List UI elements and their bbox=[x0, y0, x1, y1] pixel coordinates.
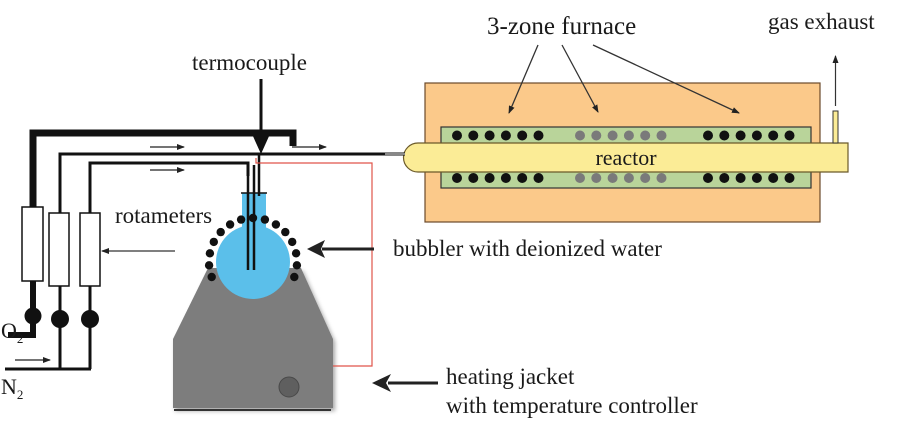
heater-element-zone-3 bbox=[719, 173, 730, 183]
o2-label-main: O bbox=[1, 318, 17, 343]
heater-element-zone-3 bbox=[735, 130, 746, 141]
heater-element-zone-2 bbox=[656, 130, 667, 141]
n2-line-to-reactor bbox=[58, 152, 405, 213]
heating-jacket-element bbox=[288, 237, 297, 247]
termocouple-label: termocouple bbox=[192, 50, 307, 75]
heating-jacket-label-line2: with temperature controller bbox=[446, 393, 698, 418]
heating-jacket-element bbox=[205, 249, 215, 258]
heater-element-zone-1 bbox=[517, 130, 528, 141]
heater-element-zone-1 bbox=[468, 130, 479, 141]
heating-jacket-element bbox=[225, 220, 235, 229]
heater-element-zone-2 bbox=[640, 173, 651, 183]
heater-element-zone-3 bbox=[784, 130, 795, 141]
heating-jacket-pointer-head bbox=[372, 374, 391, 392]
valve-n2-a bbox=[51, 310, 69, 328]
heating-jacket-element bbox=[291, 249, 301, 258]
heater-element-zone-3 bbox=[703, 130, 713, 141]
bubbler-flask bbox=[204, 154, 302, 299]
heating-jacket-element bbox=[260, 215, 270, 224]
heating-jacket-element bbox=[216, 227, 225, 237]
reactor-tube: reactor bbox=[402, 55, 849, 173]
reactor-tube-body bbox=[402, 142, 849, 173]
furnace-label: 3-zone furnace bbox=[487, 13, 636, 40]
heating-jacket-element bbox=[204, 261, 214, 270]
heater-element-zone-2 bbox=[640, 130, 651, 141]
heater-element-zone-1 bbox=[452, 173, 462, 183]
temperature-controller-knob bbox=[278, 376, 300, 398]
heating-jacket-element bbox=[292, 261, 302, 270]
n2-label-sub: 2 bbox=[17, 387, 24, 402]
heater-elements bbox=[452, 130, 795, 183]
furnace-pointer-arrows bbox=[508, 44, 740, 114]
heating-jacket-pointer bbox=[372, 374, 438, 392]
gas-exhaust-label: gas exhaust bbox=[768, 9, 875, 34]
heating-jacket-element bbox=[281, 227, 290, 237]
furnace-arrow-zone1 bbox=[508, 44, 539, 114]
bubbler-label: bubbler with deionized water bbox=[393, 236, 662, 261]
heater-element-zone-3 bbox=[768, 130, 779, 141]
o2-label-sub: 2 bbox=[17, 331, 24, 346]
heating-jacket-element bbox=[236, 215, 246, 224]
heater-element-zone-2 bbox=[591, 130, 602, 141]
heater-element-zone-2 bbox=[575, 173, 585, 183]
gas-lines bbox=[5, 129, 405, 371]
heater-element-zone-1 bbox=[517, 173, 528, 183]
bubbler-pointer-head bbox=[307, 240, 325, 258]
exhaust-pipe bbox=[832, 110, 839, 144]
heater-element-zone-1 bbox=[484, 130, 495, 141]
rotameters bbox=[21, 206, 175, 328]
bubbler-pointer bbox=[307, 240, 374, 258]
o2-inlet bbox=[8, 281, 36, 338]
rotameters-label: rotameters bbox=[115, 203, 212, 228]
valve-o2 bbox=[24, 307, 42, 325]
heater-element-zone-2 bbox=[623, 173, 634, 183]
valve-n2-b bbox=[81, 310, 99, 328]
heating-jacket-body bbox=[173, 268, 333, 408]
heater-element-zone-2 bbox=[591, 173, 602, 183]
heating-jacket bbox=[173, 268, 333, 408]
thermocouple bbox=[252, 79, 270, 154]
n2-label: N2 bbox=[1, 374, 23, 402]
heating-jacket-element bbox=[207, 272, 216, 282]
n2-label-main: N bbox=[1, 374, 17, 399]
furnace-arrow-zone3 bbox=[592, 44, 740, 114]
controller-wire bbox=[255, 158, 373, 367]
heater-element-zone-1 bbox=[452, 130, 462, 141]
rotameter-n2-b bbox=[79, 212, 101, 287]
heating-jacket-label-line1: heating jacket bbox=[446, 364, 575, 389]
heater-element-zone-1 bbox=[533, 130, 544, 141]
heater-element-zone-3 bbox=[768, 173, 779, 183]
heater-element-zone-2 bbox=[656, 173, 667, 183]
thermocouple-tip bbox=[252, 134, 270, 154]
heater-element-zone-1 bbox=[533, 173, 544, 183]
heater-element-zone-3 bbox=[719, 130, 730, 141]
heater-element-zone-3 bbox=[735, 173, 746, 183]
heater-element-zone-3 bbox=[751, 130, 762, 141]
heater-element-zone-2 bbox=[623, 130, 634, 141]
heater-element-zone-3 bbox=[703, 173, 713, 183]
heating-jacket-element bbox=[271, 220, 281, 229]
heater-element-zone-3 bbox=[784, 173, 795, 183]
o2-label: O2 bbox=[1, 318, 23, 346]
heater-element-zone-1 bbox=[484, 173, 495, 183]
furnace-arrow-zone2 bbox=[561, 44, 599, 113]
o2-line bbox=[29, 129, 297, 207]
rotameter-o2 bbox=[21, 206, 44, 282]
heating-jacket-element bbox=[209, 237, 218, 247]
heater-element-zone-3 bbox=[751, 173, 762, 183]
heating-jacket-element bbox=[290, 272, 299, 282]
flow-arrows bbox=[15, 144, 327, 363]
heater-element-zone-1 bbox=[500, 173, 511, 183]
heater-element-zone-1 bbox=[500, 130, 511, 141]
heater-element-zone-2 bbox=[607, 130, 618, 141]
heater-element-zone-2 bbox=[607, 173, 618, 183]
reactor-label: reactor bbox=[595, 145, 657, 170]
rotameter-n2-a bbox=[48, 212, 70, 287]
heater-element-zone-1 bbox=[468, 173, 479, 183]
heater-element-zone-2 bbox=[575, 130, 585, 141]
